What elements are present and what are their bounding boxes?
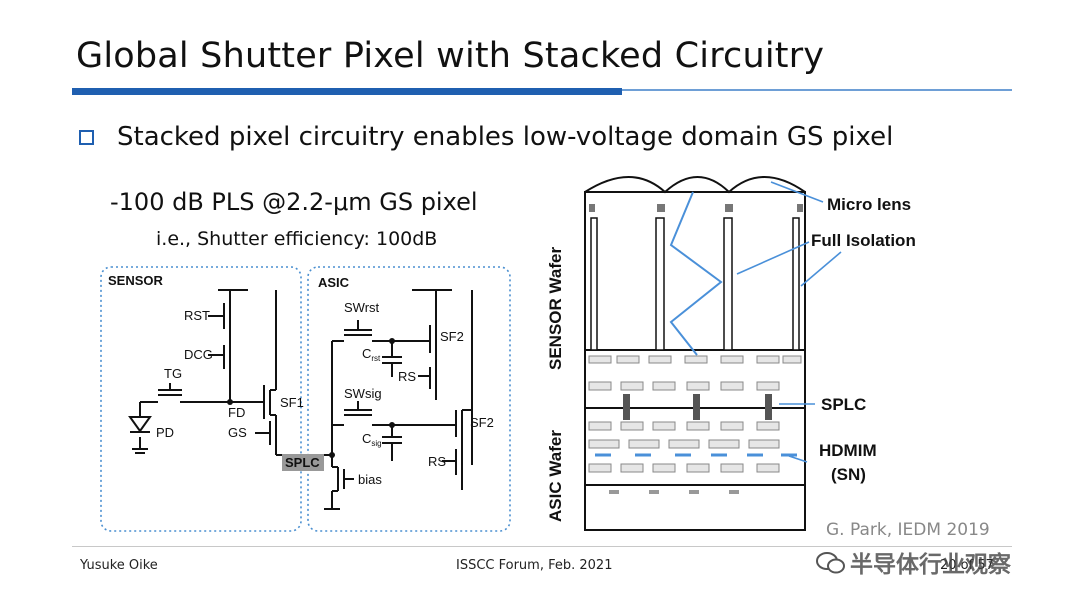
title-rule-dark [72, 88, 622, 95]
dcg-label: DCG [184, 347, 213, 362]
sn-label: (SN) [831, 465, 866, 484]
bias-label: bias [358, 472, 382, 487]
pls-statement: -100 dB PLS @2.2-μm GS pixel [110, 188, 478, 216]
rst-label: RST [184, 308, 210, 323]
fd-label: FD [228, 405, 245, 420]
slide-title: Global Shutter Pixel with Stacked Circui… [76, 36, 825, 76]
splc-label: SPLC [285, 455, 320, 470]
swsig-label: SWsig [344, 386, 382, 401]
rs-top-label: RS [398, 369, 416, 384]
efficiency-statement: i.e., Shutter efficiency: 100dB [156, 228, 438, 250]
footer-event: ISSCC Forum, Feb. 2021 [456, 558, 613, 573]
footer-rule [72, 546, 1012, 547]
watermark-text: 半导体行业观察 [850, 552, 1011, 578]
splc-cross-label: SPLC [821, 395, 866, 414]
wechat-icon [816, 552, 845, 574]
gs-label: GS [228, 425, 247, 440]
hdmim-label: HDMIM [819, 441, 877, 460]
crst-label: Crst [362, 346, 381, 363]
sf1-label: SF1 [280, 395, 304, 410]
footer-page-number: 20 of 57 [940, 558, 994, 573]
citation: G. Park, IEDM 2019 [826, 520, 990, 540]
asic-label: ASIC [318, 275, 350, 290]
asic-box [307, 266, 511, 532]
micro-lens-arcs [584, 176, 806, 194]
pd-label: PD [156, 425, 174, 440]
full-isolation-label: Full Isolation [811, 231, 916, 250]
bullet-text: Stacked pixel circuitry enables low-volt… [117, 122, 894, 152]
sf2-bottom-label: SF2 [470, 415, 494, 430]
asic-wafer-label: ASIC Wafer [546, 430, 565, 522]
micro-lens-label: Micro lens [827, 195, 911, 214]
sensor-wafer-label: SENSOR Wafer [546, 246, 565, 370]
rs-bottom-label: RS [428, 454, 446, 469]
isolation-arrow-1 [736, 241, 810, 275]
bullet-square-icon [79, 130, 94, 145]
tg-label: TG [164, 366, 182, 381]
pixel-circuit-schematic: SENSOR ASIC [100, 266, 511, 532]
isolation-arrow-2 [800, 251, 842, 287]
sensor-box [100, 266, 302, 532]
stacked-cross-section-diagram: SENSOR Wafer ASIC Wafer Micro lens Full … [546, 176, 916, 531]
sf2-top-label: SF2 [440, 329, 464, 344]
sensor-label: SENSOR [108, 273, 164, 288]
hdmim-arrow [788, 455, 808, 463]
footer-author: Yusuke Oike [80, 558, 158, 573]
light-zigzag [669, 191, 723, 356]
title-rule-light [622, 89, 1012, 91]
csig-label: Csig [362, 431, 382, 448]
swrst-label: SWrst [344, 300, 380, 315]
micro-lens-arrow [770, 181, 824, 203]
